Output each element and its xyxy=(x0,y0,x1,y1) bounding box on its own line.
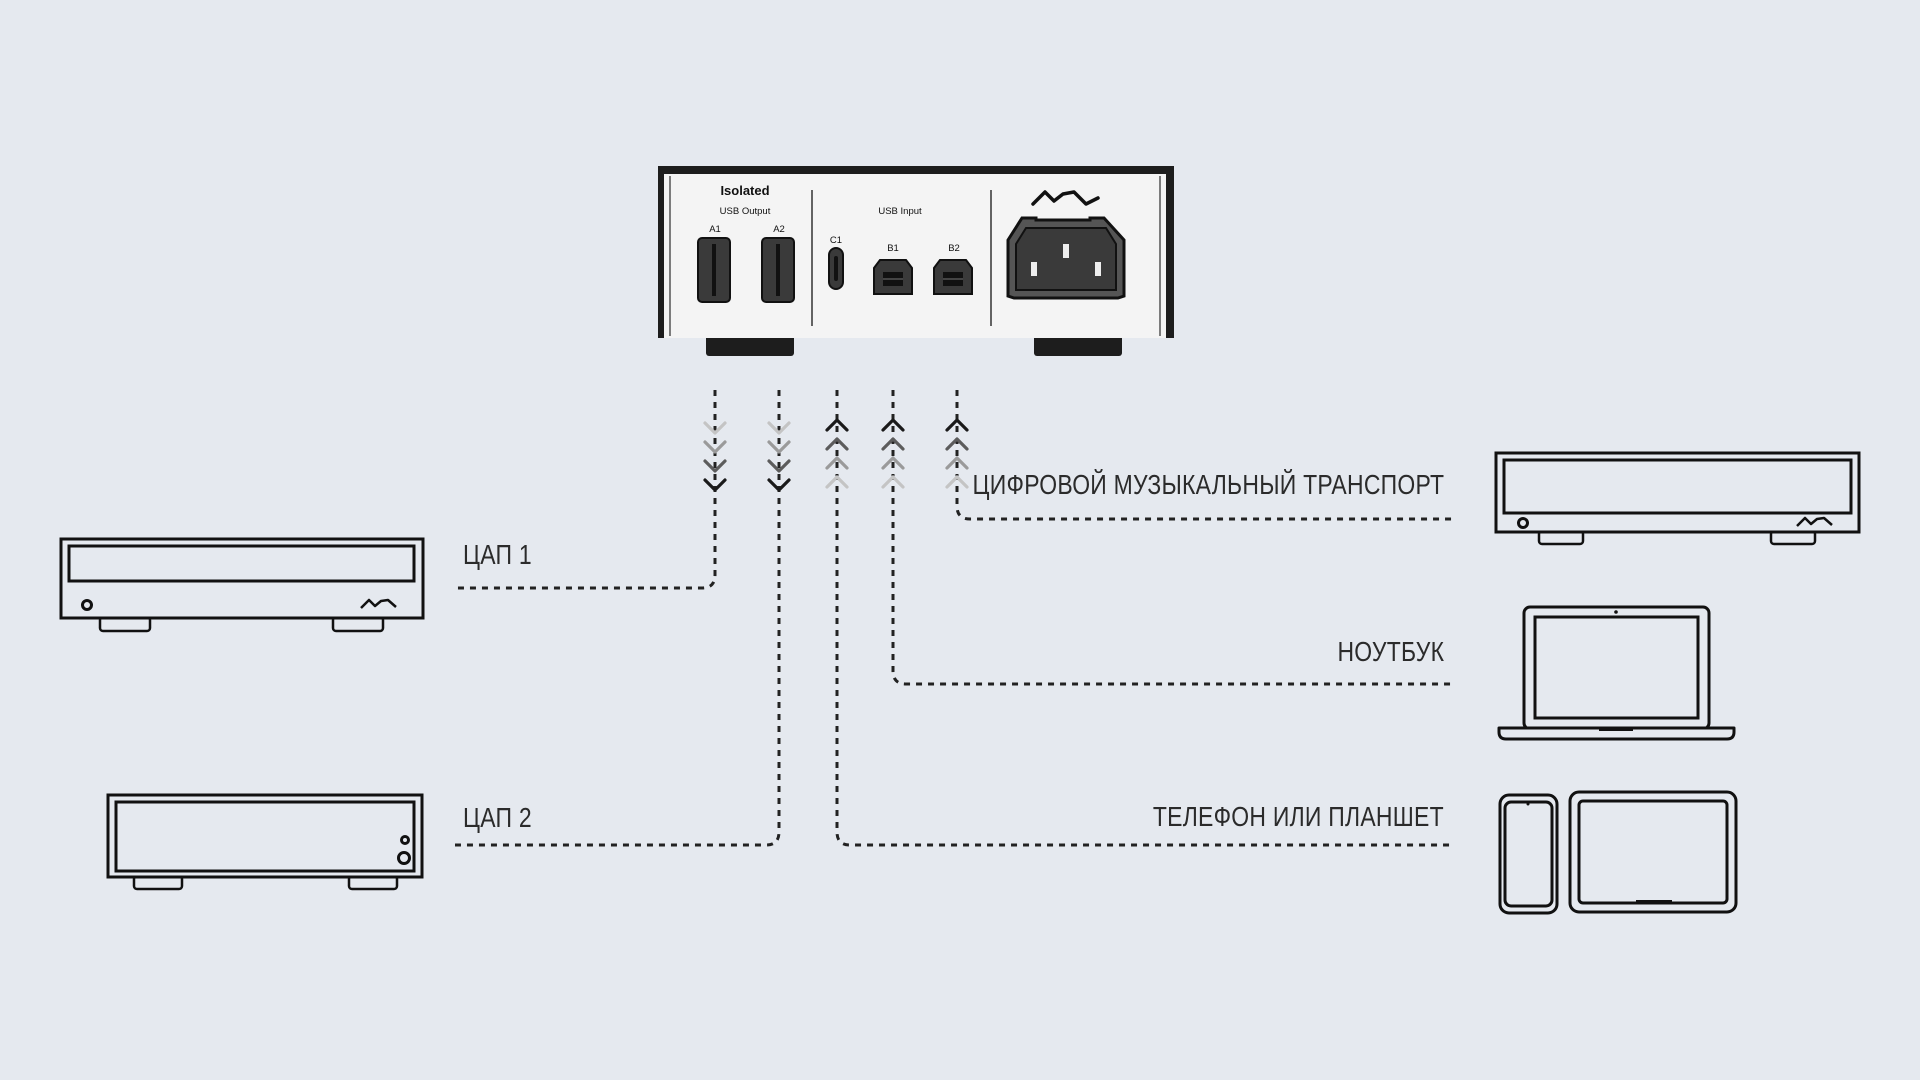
dac1-device-icon xyxy=(59,537,425,633)
usb-input-label: USB Input xyxy=(878,206,922,217)
ma-logo-icon xyxy=(1031,190,1100,206)
dac1-line xyxy=(455,390,717,590)
laptop-line xyxy=(891,390,1452,686)
dac2-device-icon xyxy=(106,793,424,891)
transport-line xyxy=(955,390,1452,521)
connection-lines xyxy=(455,390,1452,847)
usb-a1-port xyxy=(697,237,731,303)
port-label-a1: A1 xyxy=(709,224,721,235)
usb-hub-device: Isolated USB Output USB Input A1 A2 C1 B… xyxy=(658,166,1174,356)
power-inlet-icon xyxy=(1006,216,1126,300)
tablet-icon xyxy=(1568,790,1738,914)
usb-b1-port xyxy=(873,259,913,295)
chevron-up-icon xyxy=(945,475,969,489)
isolated-label: Isolated xyxy=(720,183,769,198)
dac2-line xyxy=(455,390,781,847)
port-label-a2: A2 xyxy=(773,224,785,235)
phone-tablet-line xyxy=(835,390,1452,847)
chevron-down-icon xyxy=(767,478,791,492)
ma-logo-icon xyxy=(1796,516,1833,527)
ma-logo-icon xyxy=(360,598,397,609)
laptop-icon xyxy=(1497,605,1736,741)
port-label-b2: B2 xyxy=(948,243,960,254)
usb-b2-port xyxy=(933,259,973,295)
chevron-down-icon xyxy=(703,478,727,492)
port-label-b1: B1 xyxy=(887,243,899,254)
phone-icon xyxy=(1498,793,1559,915)
phone-tablet-label: ТЕЛЕФОН ИЛИ ПЛАНШЕТ xyxy=(1153,801,1444,832)
transport-device-icon xyxy=(1494,451,1861,546)
port-label-c1: C1 xyxy=(830,235,842,246)
transport-label: ЦИФРОВОЙ МУЗЫКАЛЬНЫЙ ТРАНСПОРТ xyxy=(972,469,1444,500)
chevron-up-icon xyxy=(825,475,849,489)
dac2-label: ЦАП 2 xyxy=(463,802,532,833)
usb-a2-port xyxy=(761,237,795,303)
chevron-up-icon xyxy=(881,475,905,489)
dac1-label: ЦАП 1 xyxy=(463,539,532,570)
usb-c1-port xyxy=(828,247,844,290)
usb-output-label: USB Output xyxy=(720,206,771,217)
laptop-label: НОУТБУК xyxy=(1337,636,1444,667)
